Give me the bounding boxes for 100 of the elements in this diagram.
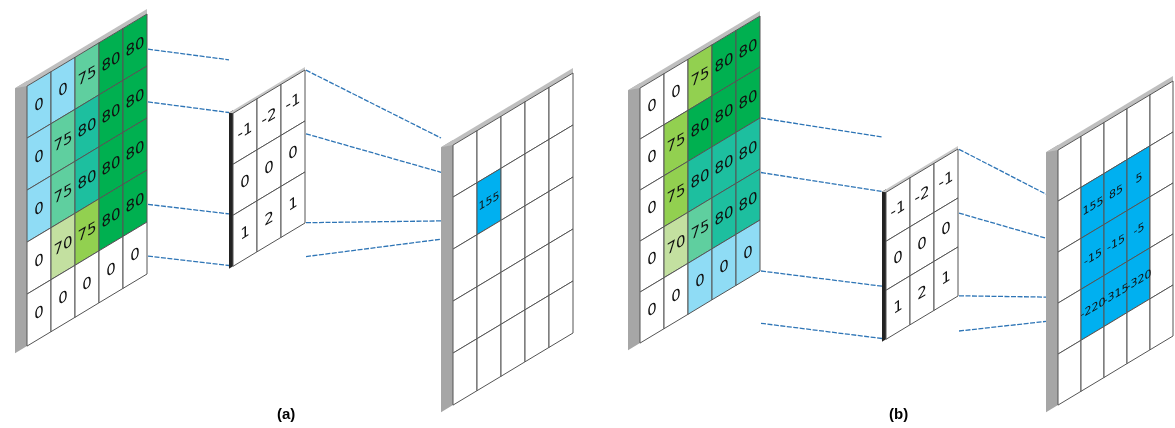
cell-value: 80 [714, 151, 734, 179]
projection-line [760, 270, 883, 287]
cell-value: 80 [125, 85, 145, 113]
projection-line [305, 133, 442, 173]
cell-value: 0 [743, 242, 753, 263]
cell-value: -15 [1083, 245, 1102, 268]
cell-value: 1 [240, 222, 250, 244]
output-matrix [1046, 75, 1174, 414]
cell-value: 80 [690, 166, 710, 193]
cell-value: -1 [285, 90, 301, 115]
cell-value: 0 [106, 259, 116, 280]
cell-value: -1 [938, 168, 954, 193]
input-matrix [15, 8, 148, 355]
cell-value: 75 [53, 129, 73, 156]
cell-value: 80 [738, 137, 758, 164]
cell-value: 75 [690, 64, 710, 91]
cell-value: 80 [738, 35, 758, 62]
cell-value: -1 [237, 119, 253, 144]
projection-line [147, 203, 230, 215]
cell-value: 0 [647, 197, 657, 219]
output-matrix [441, 67, 574, 414]
cell-value: 80 [101, 204, 121, 231]
cell-value: 1 [893, 296, 903, 318]
cell-value: 0 [893, 247, 903, 269]
cell-value: -315 [1103, 280, 1128, 307]
cell-value: 0 [34, 198, 44, 220]
projection-line [305, 238, 442, 258]
cell-value: 0 [695, 271, 705, 292]
cell-value: 0 [34, 146, 44, 168]
projection-line [958, 295, 1047, 298]
projection-line [760, 322, 883, 340]
cell-value: -2 [261, 104, 277, 129]
cell-value: 0 [647, 248, 657, 270]
cell-value: 0 [719, 256, 729, 278]
cell-value: 0 [34, 94, 44, 116]
kernel-matrix [229, 66, 306, 270]
cell-value: 80 [125, 189, 145, 217]
cell-value: 75 [77, 62, 97, 90]
cell-value: 0 [671, 81, 681, 103]
cell-value: 80 [738, 86, 758, 113]
cell-value: 155 [1082, 193, 1103, 218]
panel-caption: (a) [277, 405, 296, 422]
cell-value: 75 [666, 129, 686, 157]
cell-value: 80 [77, 114, 97, 142]
projection-line [760, 171, 883, 193]
cell-value: 80 [714, 202, 734, 230]
input-matrix [628, 10, 761, 352]
cell-value: 70 [666, 231, 686, 259]
cell-value: 75 [690, 217, 710, 244]
projection-line [147, 255, 230, 267]
cell-value: 80 [125, 137, 145, 165]
cell-value: 0 [647, 299, 657, 321]
projection-line [958, 212, 1047, 239]
cell-value: 80 [101, 100, 121, 127]
cell-value: 0 [941, 219, 951, 240]
panel-caption: (b) [889, 405, 909, 422]
projection-line [305, 69, 442, 139]
cell-value: 80 [101, 48, 121, 75]
cell-value: 0 [288, 143, 298, 164]
cell-value: 5 [1135, 170, 1142, 186]
cell-value: -1 [890, 197, 906, 222]
cell-value: 80 [738, 188, 758, 215]
cell-value: 0 [647, 146, 657, 168]
cell-value: 80 [77, 166, 97, 194]
cell-value: 75 [666, 180, 686, 208]
cell-value: 0 [58, 80, 68, 101]
cell-value: 0 [58, 288, 68, 309]
cell-value: 75 [53, 181, 73, 208]
cell-value: 70 [53, 233, 73, 260]
cell-value: 155 [478, 189, 500, 214]
cell-value: 80 [101, 152, 121, 179]
cell-value: 2 [917, 282, 927, 304]
cell-value: 80 [714, 49, 734, 77]
cell-value: 75 [77, 218, 97, 246]
projection-line [147, 48, 230, 61]
cell-value: -220 [1080, 294, 1105, 321]
kernel-matrix [882, 145, 959, 343]
cell-value: 0 [647, 95, 657, 117]
cell-value: 0 [264, 157, 274, 179]
cell-value: 0 [917, 233, 927, 255]
cell-value: 80 [690, 115, 710, 142]
cell-value: -2 [914, 182, 930, 207]
cell-value: 0 [130, 244, 140, 266]
cell-value: 1 [288, 194, 298, 215]
cell-value: -5 [1133, 220, 1144, 238]
projection-line [958, 320, 1047, 332]
projection-line [760, 117, 883, 138]
cell-value: 0 [34, 250, 44, 272]
cell-value: 0 [82, 273, 92, 295]
cell-value: 1 [941, 268, 951, 289]
cell-value: 80 [125, 33, 145, 61]
projection-line [147, 101, 230, 114]
cell-value: 80 [714, 100, 734, 128]
projection-line [958, 148, 1047, 195]
cell-value: 0 [240, 171, 250, 193]
cell-value: 85 [1108, 182, 1123, 202]
cell-value: 0 [671, 285, 681, 307]
projection-line [305, 220, 442, 224]
cell-value: 2 [264, 208, 274, 230]
cell-value: 0 [34, 302, 44, 324]
